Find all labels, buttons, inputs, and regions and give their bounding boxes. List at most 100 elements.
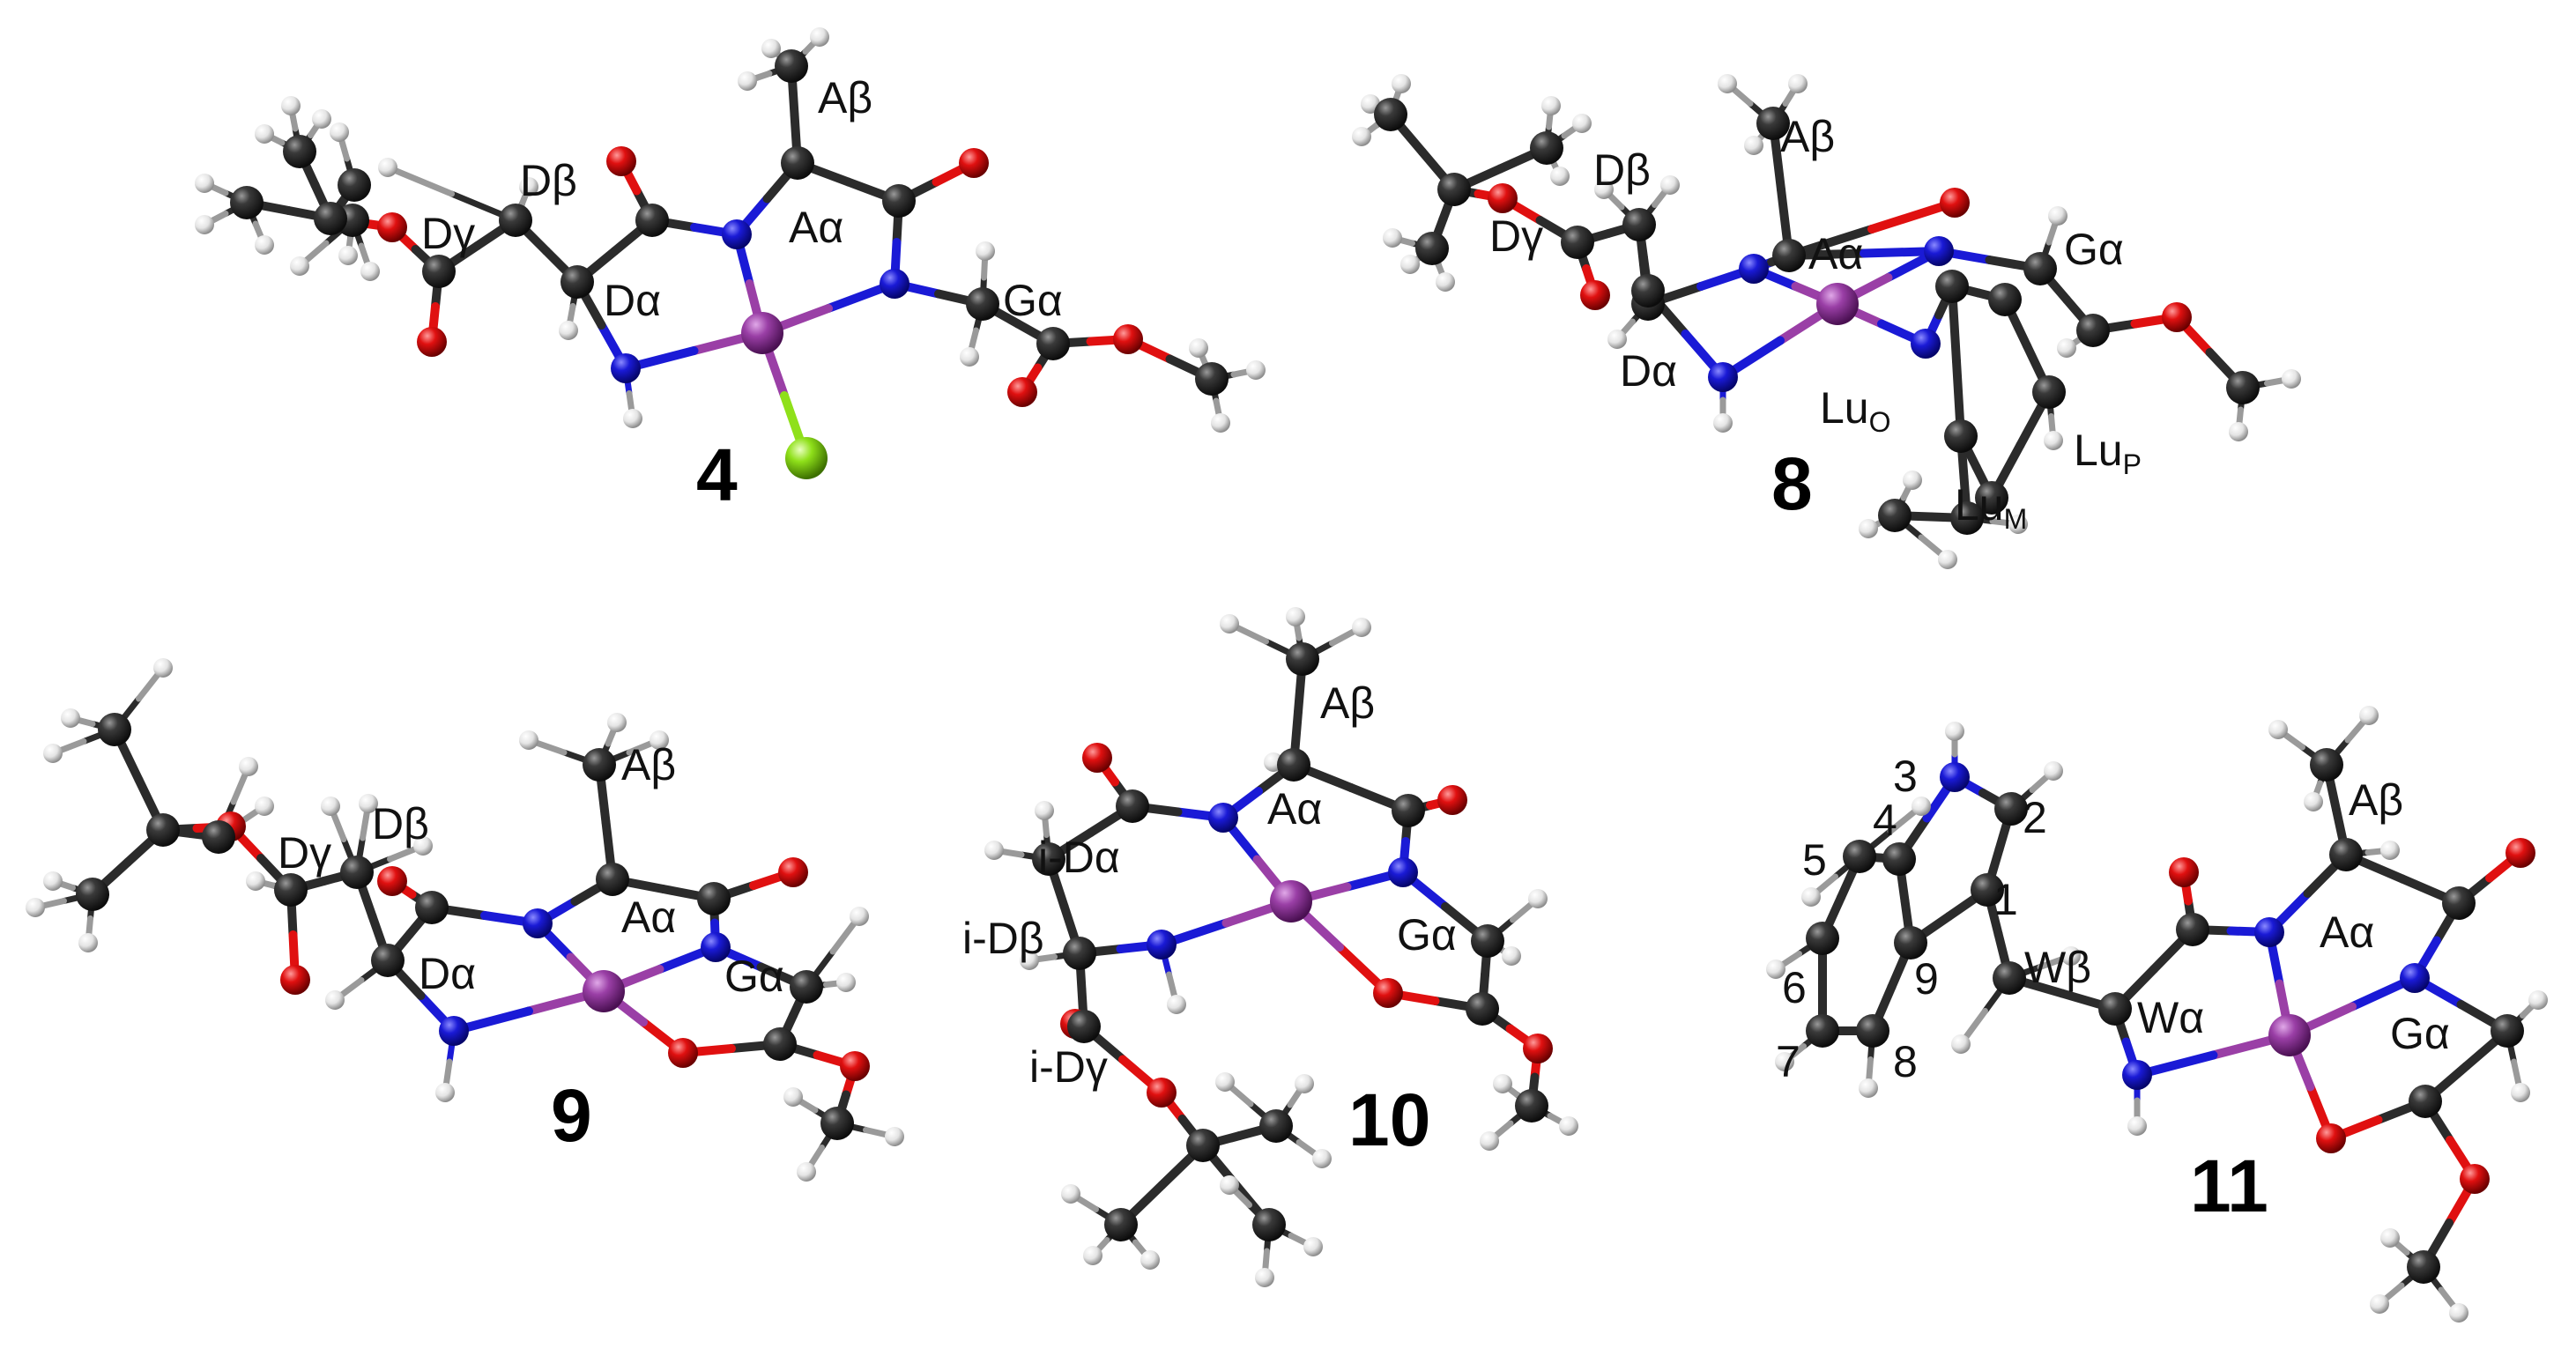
hydrogen-atom — [2057, 338, 2076, 358]
oxygen-atom — [1523, 1034, 1553, 1063]
hydrogen-atom — [650, 730, 669, 750]
nitrogen-atom — [1708, 362, 1738, 392]
oxygen-atom — [2169, 857, 2199, 887]
carbon-atom — [1036, 327, 1070, 360]
hydrogen-atom — [435, 1083, 455, 1102]
panel-9-d-alpha-label: Dα — [419, 949, 476, 998]
nitrogen-atom — [1924, 236, 1954, 266]
carbon-atom — [1186, 1129, 1220, 1162]
carbon-atom — [1994, 792, 2028, 826]
hydrogen-atom — [1766, 960, 1785, 979]
hydrogen-atom — [1020, 951, 1039, 970]
panel-11-w-beta-label: Wβ — [2024, 943, 2091, 992]
hydrogen-atom — [378, 158, 397, 177]
molecule-11-model — [1766, 706, 2548, 1323]
hydrogen-atom — [359, 794, 378, 813]
nitrogen-atom — [1739, 254, 1769, 284]
panel-4-d-beta-label: Dβ — [520, 156, 577, 205]
hydrogen-atom — [1859, 1078, 1878, 1098]
hydrogen-atom — [1938, 550, 1957, 569]
carbon-atom — [635, 204, 669, 237]
hydrogen-atom — [255, 235, 274, 255]
hydrogen-atom — [195, 215, 214, 234]
hydrogen-atom — [1945, 722, 1964, 741]
carbon-atom — [1286, 642, 1319, 676]
nitrogen-atom — [2122, 1060, 2152, 1090]
hydrogen-atom — [2528, 990, 2548, 1010]
hydrogen-atom — [360, 262, 380, 281]
carbon-atom — [1116, 789, 1149, 823]
oxygen-atom — [1113, 324, 1143, 354]
panel-4-d-gamma-label: Dγ — [421, 209, 475, 258]
oxygen-atom — [959, 148, 989, 178]
hydrogen-atom — [1528, 889, 1548, 908]
hydrogen-atom — [2359, 706, 2379, 725]
panel-11-c8-label: 8 — [1893, 1037, 1918, 1086]
hydrogen-atom — [1541, 96, 1561, 115]
carbon-atom — [338, 168, 371, 202]
compound-label-8: 8 — [1771, 442, 1813, 525]
hydrogen-atom — [1493, 1074, 1512, 1093]
carbon-atom — [1622, 208, 1656, 241]
carbon-atom — [146, 813, 180, 847]
hydrogen-atom — [290, 256, 309, 276]
carbon-atom — [2409, 1085, 2442, 1118]
compound-label-11: 11 — [2190, 1145, 2268, 1227]
hydrogen-atom — [1167, 995, 1186, 1014]
hydrogen-atom — [2380, 1228, 2400, 1248]
hydrogen-atom — [1572, 114, 1592, 133]
carbon-atom — [2442, 886, 2476, 920]
hydrogen-atom — [1211, 413, 1230, 433]
hydrogen-atom — [43, 871, 63, 891]
panel-10-g-alpha-label: Gα — [1397, 910, 1457, 960]
carbon-atom — [2032, 375, 2066, 409]
hydrogen-atom — [1189, 338, 1208, 358]
hydrogen-atom — [1559, 1116, 1578, 1136]
carbon-atom — [1843, 840, 1876, 873]
panel-9-g-alpha-label: Gα — [724, 952, 784, 1001]
molecule-9-bonds — [32, 664, 898, 1175]
carbon-atom — [499, 204, 532, 237]
hydrogen-atom — [984, 841, 1004, 860]
panel-4-a-alpha-label: Aα — [789, 203, 843, 252]
hydrogen-atom — [1436, 272, 1455, 292]
hydrogen-atom — [325, 990, 345, 1010]
nitrogen-atom — [1940, 762, 1970, 792]
panel-9-d-gamma-label: Dγ — [278, 828, 331, 878]
panel-10-i-d-gamma-label: i-Dγ — [1029, 1042, 1108, 1092]
panel-11-a-alpha-label: Aα — [2320, 908, 2374, 957]
hydrogen-atom — [761, 39, 781, 58]
hydrogen-atom — [960, 347, 979, 367]
panel-9-a-beta-label: Aβ — [621, 740, 676, 789]
carbon-atom — [1894, 926, 1927, 960]
carbon-atom — [2023, 252, 2057, 285]
carbon-atom — [1993, 961, 2026, 995]
carbon-atom — [1374, 98, 1407, 131]
carbon-atom — [2098, 992, 2132, 1026]
hydrogen-atom — [321, 797, 340, 816]
panel-11-c5-label: 5 — [1802, 835, 1827, 885]
oxygen-atom — [840, 1051, 870, 1081]
hydrogen-atom — [1594, 180, 1614, 199]
hydrogen-atom — [1246, 360, 1266, 380]
hydrogen-atom — [1744, 136, 1763, 155]
oxygen-atom — [668, 1038, 698, 1068]
carbon-atom — [560, 265, 594, 299]
molecule-4-atoms — [195, 27, 1266, 479]
molecule-8-atoms — [1352, 74, 2301, 569]
carbon-atom — [1032, 842, 1065, 876]
hydrogen-atom — [1286, 607, 1305, 626]
hydrogen-atom — [2282, 369, 2301, 389]
carbon-atom — [230, 186, 264, 219]
carbon-atom — [1259, 1109, 1293, 1143]
carbon-atom — [966, 287, 999, 321]
hydrogen-atom — [1215, 1072, 1235, 1092]
panel-11-a-beta-label: Aβ — [2349, 775, 2403, 825]
carbon-atom — [1252, 1208, 1286, 1241]
carbon-atom — [415, 891, 449, 924]
carbon-atom — [1756, 107, 1790, 140]
hydrogen-atom — [246, 871, 265, 891]
panel-8-lu-m-label: LuM — [1955, 480, 2027, 535]
